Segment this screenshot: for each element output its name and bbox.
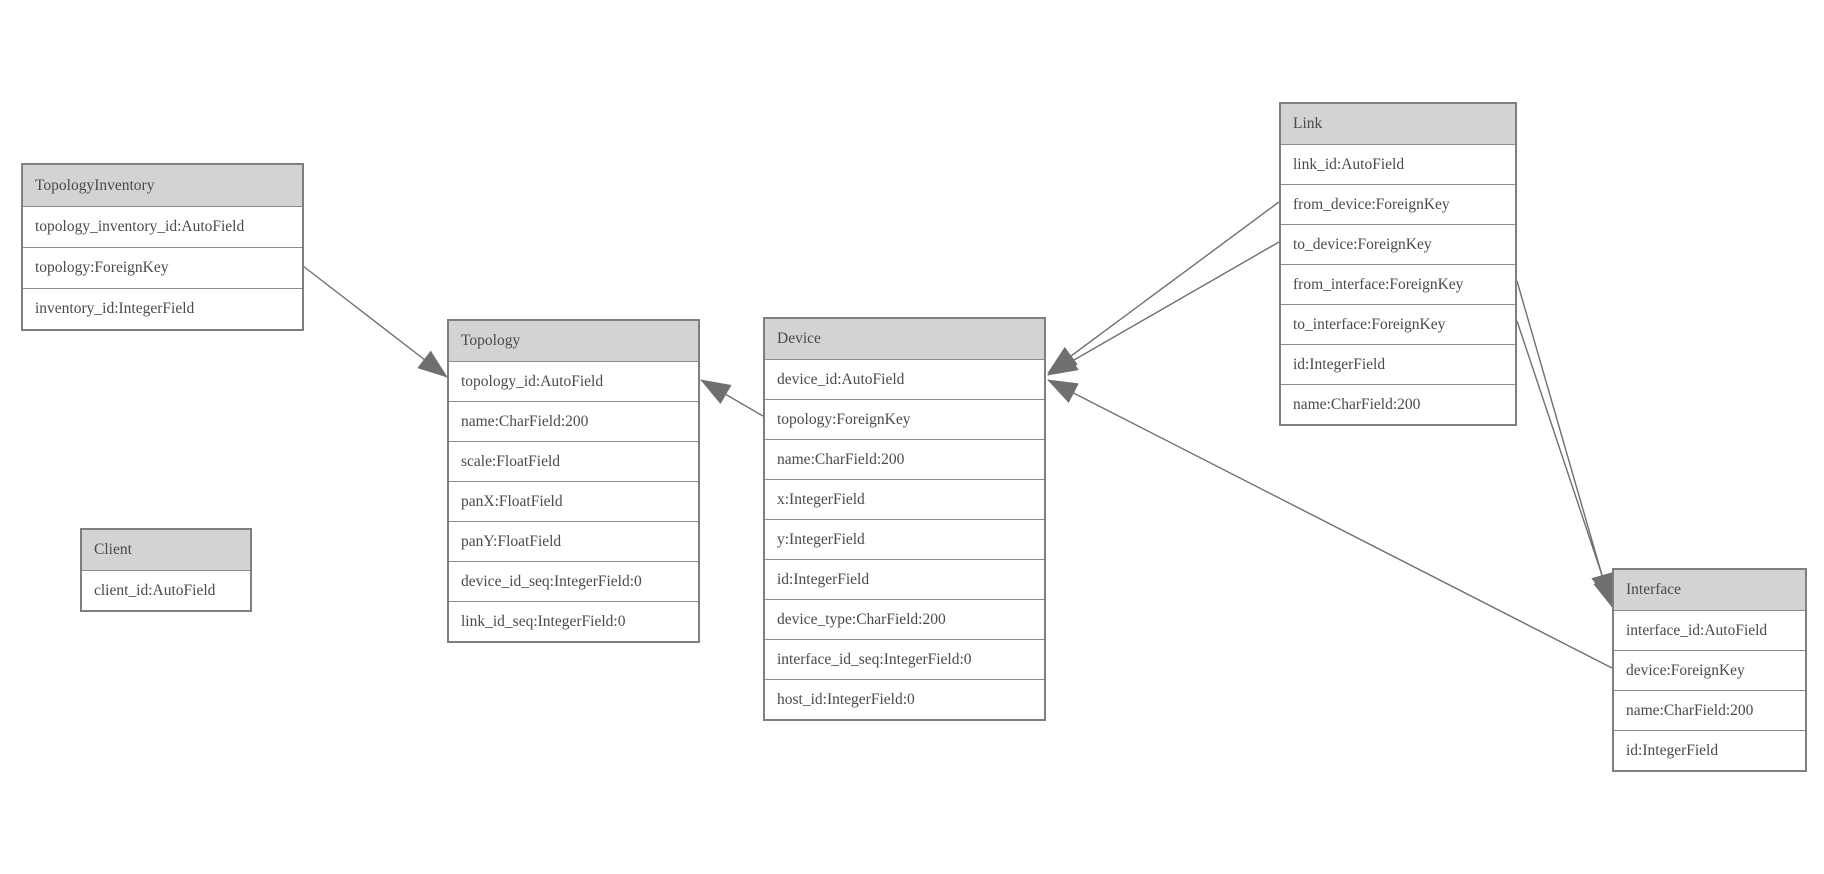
entity-field-row: name:CharField:200 <box>1281 384 1515 424</box>
entity-field-row: device_id_seq:IntegerField:0 <box>449 561 698 601</box>
entity-table-title: TopologyInventory <box>23 165 302 206</box>
entity-field-row: id:IntegerField <box>1281 344 1515 384</box>
entity-table-title: Interface <box>1614 570 1805 610</box>
entity-field-row: scale:FloatField <box>449 441 698 481</box>
entity-field-row: to_device:ForeignKey <box>1281 224 1515 264</box>
entity-field-row: from_interface:ForeignKey <box>1281 264 1515 304</box>
entity-field-row: interface_id:AutoField <box>1614 610 1805 650</box>
entity-field-row: panX:FloatField <box>449 481 698 521</box>
edge-link-from_device-to-device <box>1047 201 1280 374</box>
entity-field-row: device_type:CharField:200 <box>765 599 1044 639</box>
entity-field-row: id:IntegerField <box>1614 730 1805 770</box>
entity-field-row: to_interface:ForeignKey <box>1281 304 1515 344</box>
entity-field-row: topology:ForeignKey <box>765 399 1044 439</box>
entity-field-row: host_id:IntegerField:0 <box>765 679 1044 719</box>
entity-field-row: topology_inventory_id:AutoField <box>23 206 302 247</box>
entity-field-row: name:CharField:200 <box>449 401 698 441</box>
entity-field-row: inventory_id:IntegerField <box>23 288 302 329</box>
entity-field-row: interface_id_seq:IntegerField:0 <box>765 639 1044 679</box>
entity-table-title: Device <box>765 319 1044 359</box>
entity-field-row: id:IntegerField <box>765 559 1044 599</box>
entity-field-row: x:IntegerField <box>765 479 1044 519</box>
entity-table-title: Client <box>82 530 250 570</box>
entity-field-row: y:IntegerField <box>765 519 1044 559</box>
entity-field-row: panY:FloatField <box>449 521 698 561</box>
entity-field-row: name:CharField:200 <box>1614 690 1805 730</box>
entity-field-row: link_id_seq:IntegerField:0 <box>449 601 698 641</box>
edge-link-from_interface-to-interface <box>1516 280 1613 604</box>
entity-field-row: name:CharField:200 <box>765 439 1044 479</box>
entity-field-row: topology_id:AutoField <box>449 361 698 401</box>
edge-interface-device-to-device <box>1047 379 1613 669</box>
entity-field-row: from_device:ForeignKey <box>1281 184 1515 224</box>
entity-field-row: device_id:AutoField <box>765 359 1044 399</box>
entity-field-row: link_id:AutoField <box>1281 144 1515 184</box>
entity-table-title: Topology <box>449 321 698 361</box>
entity-table-title: Link <box>1281 104 1515 144</box>
entity-field-row: device:ForeignKey <box>1614 650 1805 690</box>
entity-field-row: client_id:AutoField <box>82 570 250 610</box>
edge-device-topology-to-topology <box>700 379 764 417</box>
edge-link-to_device-to-device <box>1047 241 1280 376</box>
edge-link-to_interface-to-interface <box>1516 320 1615 609</box>
edge-topologyinventory-topology-to-topology <box>302 265 448 378</box>
entity-field-row: topology:ForeignKey <box>23 247 302 288</box>
